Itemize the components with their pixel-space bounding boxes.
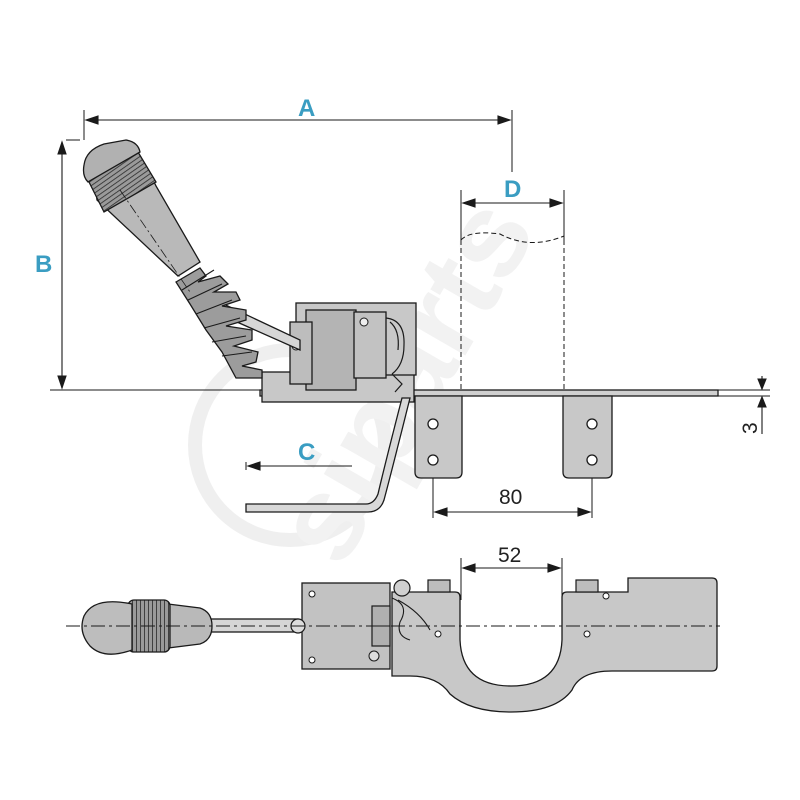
tube-outline bbox=[460, 232, 565, 390]
dimension-bottom-width-label: 52 bbox=[498, 544, 521, 567]
mounting-plate bbox=[259, 389, 719, 397]
dimension-bracket-spacing-label: 80 bbox=[499, 486, 522, 509]
dimension-D-label: D bbox=[504, 176, 521, 203]
top-bolt-right bbox=[575, 579, 599, 593]
top-plate bbox=[391, 577, 718, 713]
dimension-B-label: B bbox=[35, 251, 52, 278]
side-view bbox=[50, 110, 770, 518]
dimensions bbox=[57, 115, 767, 600]
handle-cap bbox=[82, 139, 141, 183]
bracket-right bbox=[562, 395, 613, 479]
top-handle-cap bbox=[81, 601, 133, 655]
switch-module bbox=[305, 309, 357, 391]
dimension-A-label: A bbox=[298, 95, 315, 122]
dimension-plate-thickness-label: 3 bbox=[739, 422, 762, 434]
top-view bbox=[66, 577, 720, 713]
dimension-C-label: C bbox=[298, 439, 315, 466]
top-lever-rod bbox=[205, 618, 299, 633]
bracket-left bbox=[414, 395, 463, 479]
top-bolt-left bbox=[427, 579, 451, 593]
cable bbox=[245, 397, 411, 513]
